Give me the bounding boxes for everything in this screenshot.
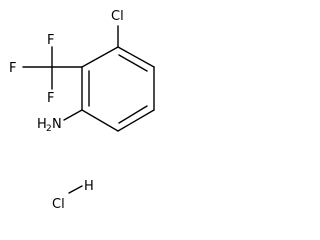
ring-bond bbox=[117, 46, 155, 68]
atom-label-salt-cl: Cl bbox=[52, 197, 65, 212]
ring-bond bbox=[81, 109, 119, 132]
h-cl-bond bbox=[68, 185, 83, 194]
atom-label-amine-h: H bbox=[37, 117, 47, 132]
double-bond-inner bbox=[118, 105, 148, 124]
atom-label-f-left: F bbox=[9, 61, 16, 76]
atom-label-amine-n: N bbox=[52, 117, 62, 132]
c-n-bond bbox=[63, 109, 83, 121]
atom-label-f-bottom: F bbox=[47, 91, 54, 106]
ring-bond bbox=[117, 109, 155, 132]
benzene-ring bbox=[81, 46, 155, 132]
atom-label-amine-subscript: 2 bbox=[46, 124, 52, 134]
atom-label-cl: Cl bbox=[111, 9, 124, 24]
molecule-drawing: Cl F F F H 2 N H Cl bbox=[9, 9, 155, 212]
ring-bond bbox=[81, 46, 119, 68]
double-bond-inner bbox=[118, 54, 148, 72]
atom-label-f-top: F bbox=[47, 33, 54, 48]
atom-label-salt-h: H bbox=[84, 179, 94, 194]
